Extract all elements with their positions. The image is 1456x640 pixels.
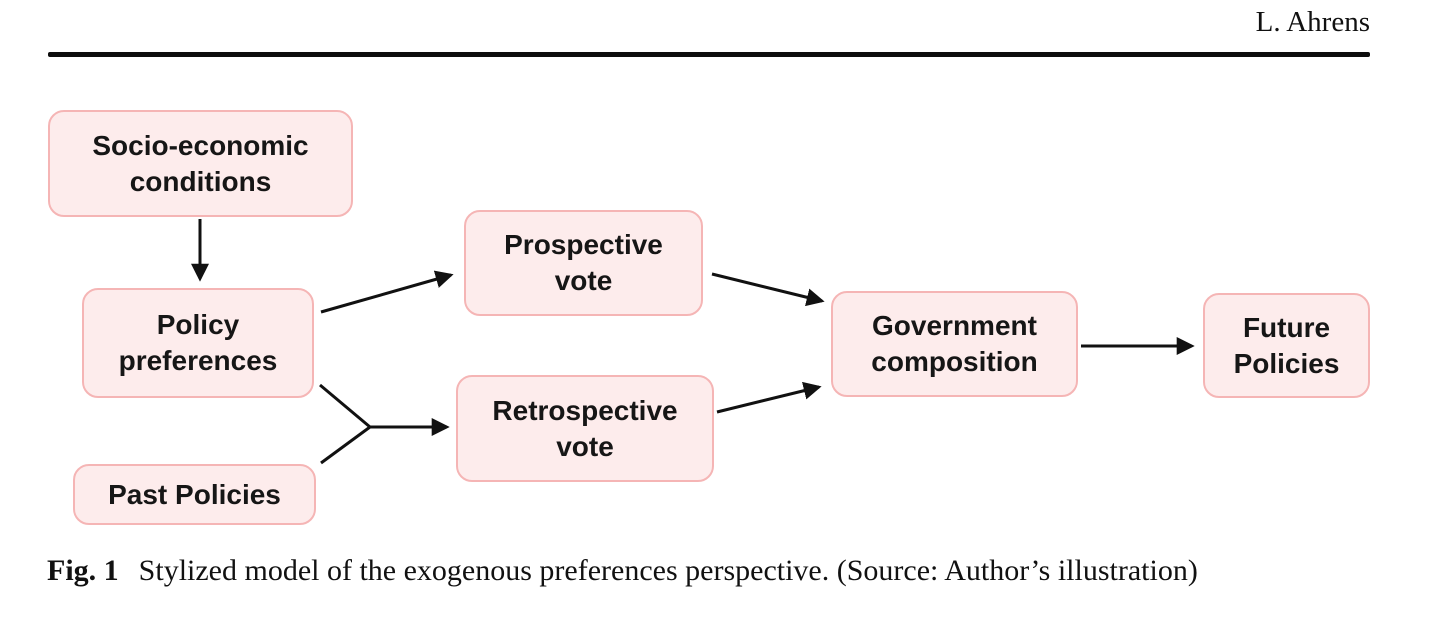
edge-policy-to-junction xyxy=(319,383,371,429)
arrow-policy-to-prospective xyxy=(320,270,454,314)
node-past-policies: Past Policies xyxy=(73,464,316,525)
node-retrospective-vote: Retrospective vote xyxy=(456,375,714,482)
header-rule xyxy=(48,52,1370,57)
figure-caption: Fig. 1 Stylized model of the exogenous pr… xyxy=(47,554,1198,588)
figure-caption-label: Fig. 1 xyxy=(47,554,119,587)
node-future-policies: Future Policies xyxy=(1203,293,1370,398)
node-policy-preferences: Policy preferences xyxy=(82,288,314,398)
node-prospective-vote: Prospective vote xyxy=(464,210,703,316)
edge-past-to-junction xyxy=(320,425,371,465)
figure-caption-text: Stylized model of the exogenous preferen… xyxy=(138,554,1198,587)
arrow-prospective-to-government xyxy=(711,272,825,307)
node-socio-economic-conditions: Socio-economic conditions xyxy=(48,110,353,217)
author-name: L. Ahrens xyxy=(1255,6,1370,38)
arrow-retrospective-to-government xyxy=(716,381,822,414)
node-government-composition: Government composition xyxy=(831,291,1078,397)
